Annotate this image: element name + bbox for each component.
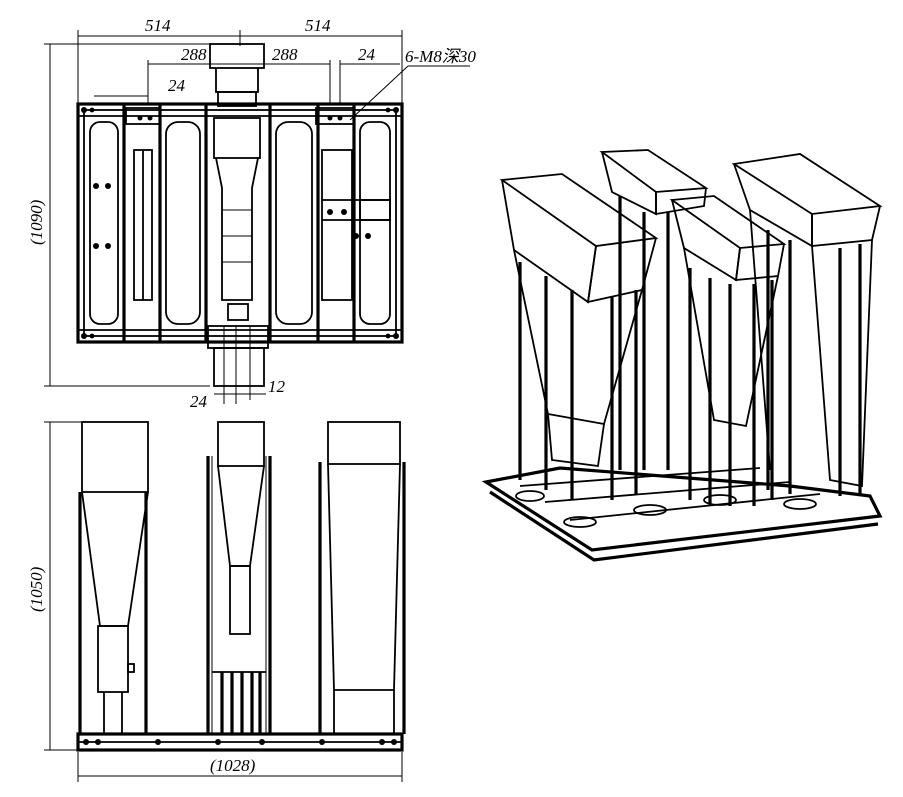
plan-side-detail (133, 149, 391, 301)
plan-view: 514 514 288 288 24 24 6-M8深30 (1090) 24 … (27, 16, 476, 411)
dim-right-offset: 288 (272, 45, 298, 64)
dim-overall-depth: (1090) (27, 199, 46, 245)
dim-top-bracket-left: 24 (168, 76, 186, 95)
dim-overall-height: (1050) (27, 566, 46, 612)
dim-overall-width: (1028) (210, 756, 256, 775)
iso-hopper-front-center (669, 195, 787, 506)
isometric-view (481, 149, 883, 562)
front-dimension-lines (44, 421, 403, 782)
dim-outlet-left: 24 (190, 392, 208, 411)
front-center-hopper (206, 421, 272, 734)
dim-left-offset: 288 (181, 45, 207, 64)
plan-bolts (81, 107, 399, 339)
iso-hopper-front-left (499, 173, 659, 500)
front-left-hopper (78, 421, 149, 734)
front-view: (1050) (1028) (27, 421, 406, 782)
dim-hole-callout: 6-M8深30 (405, 47, 476, 66)
iso-base (481, 466, 883, 562)
dim-outlet-right: 12 (268, 377, 286, 396)
front-right-hopper (318, 421, 406, 734)
dim-top-right-width: 514 (305, 16, 331, 35)
front-base-bolts (83, 739, 397, 745)
plan-frame (76, 102, 404, 344)
dim-top-left-width: 514 (145, 16, 171, 35)
front-base (76, 732, 404, 752)
iso-hopper-back-right (731, 153, 883, 496)
dim-top-bracket-right: 24 (358, 45, 376, 64)
plan-dimension-lines (44, 30, 470, 404)
plan-center-hopper (207, 43, 269, 387)
